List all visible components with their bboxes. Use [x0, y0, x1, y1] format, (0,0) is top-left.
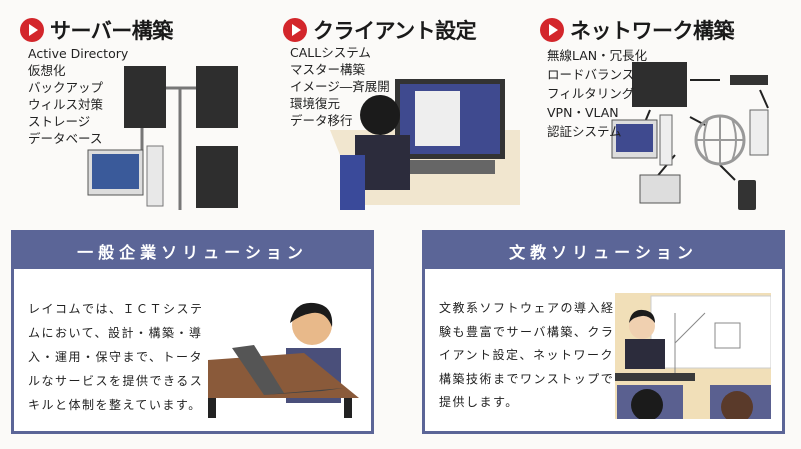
section-title-text: ネットワーク構築 [570, 19, 735, 43]
education-solution-panel: 文教ソリューション 文教系ソフトウェアの導入経 験も豊富でサーバ構築、クラ イア… [422, 230, 785, 434]
list-item: VPN・VLAN [547, 105, 619, 120]
list-item: フィルタリング [547, 86, 635, 101]
list-item: ロードバランス [547, 67, 635, 82]
section-title-text: サーバー構築 [50, 19, 173, 43]
list-item: イメージ―斉展開 [290, 79, 390, 94]
list-item: 仮想化 [28, 63, 66, 78]
panel-title: 一般企業ソリューション [77, 243, 308, 262]
list-item: ウィルス対策 [28, 97, 104, 112]
panel-text: レイコムでは、ＩＣＴシステ ムにおいて、設計・構築・導 入・運用・保守まで、トー… [28, 297, 204, 417]
network-illustration [611, 62, 769, 210]
list-item: データベース [28, 131, 103, 146]
network-list: 無線LAN・冗長化 ロードバランス フィルタリング VPN・VLAN 認証システ… [547, 46, 647, 141]
list-item: 無線LAN・冗長化 [547, 48, 648, 63]
list-item: 認証システム [547, 124, 622, 139]
list-item: バックアップ [28, 80, 104, 95]
text-line: 構築技術までワンストップで [439, 371, 615, 386]
text-line: キルと体制を整えています。 [28, 398, 202, 412]
list-item: ストレージ [28, 114, 91, 129]
office-worker-illustration [208, 302, 359, 418]
play-icon [20, 18, 44, 42]
section-title-client: クライアント設定 [283, 15, 477, 45]
server-illustration [87, 66, 238, 210]
list-item: Active Directory [28, 46, 129, 61]
text-line: ムにおいて、設計・構築・導 [28, 326, 203, 340]
panel-title: 文教ソリューション [509, 243, 698, 262]
play-icon [540, 18, 564, 42]
client-list: CALLシステム マスター構築 イメージ―斉展開 環境復元 データ移行 [290, 44, 390, 129]
list-item: マスター構築 [290, 62, 366, 77]
section-title-network: ネットワーク構築 [540, 15, 735, 45]
text-line: 提供します。 [439, 395, 519, 409]
classroom-illustration [615, 293, 771, 419]
panel-header: 文教ソリューション [425, 233, 782, 269]
play-icon [283, 18, 307, 42]
list-item: CALLシステム [290, 45, 371, 60]
section-title-server: サーバー構築 [20, 15, 173, 45]
list-item: 環境復元 [290, 96, 341, 111]
client-illustration [330, 79, 520, 210]
panel-text: 文教系ソフトウェアの導入経 験も豊富でサーバ構築、クラ イアント設定、ネットワー… [439, 297, 615, 415]
panel-header: 一般企業ソリューション [14, 233, 371, 269]
text-line: レイコムでは、ＩＣＴシステ [28, 302, 204, 316]
text-line: 験も豊富でサーバ構築、クラ [439, 324, 615, 339]
text-line: イアント設定、ネットワーク [439, 348, 615, 362]
server-list: Active Directory 仮想化 バックアップ ウィルス対策 ストレージ… [28, 45, 128, 147]
text-line: 入・運用・保守まで、トータ [28, 350, 204, 364]
text-line: 文教系ソフトウェアの導入経 [439, 301, 615, 315]
text-line: ルなサービスを提供できるス [28, 374, 204, 388]
section-title-text: クライアント設定 [313, 19, 477, 43]
corporate-solution-panel: 一般企業ソリューション レイコムでは、ＩＣＴシステ ムにおいて、設計・構築・導 … [11, 230, 374, 434]
list-item: データ移行 [290, 113, 353, 128]
